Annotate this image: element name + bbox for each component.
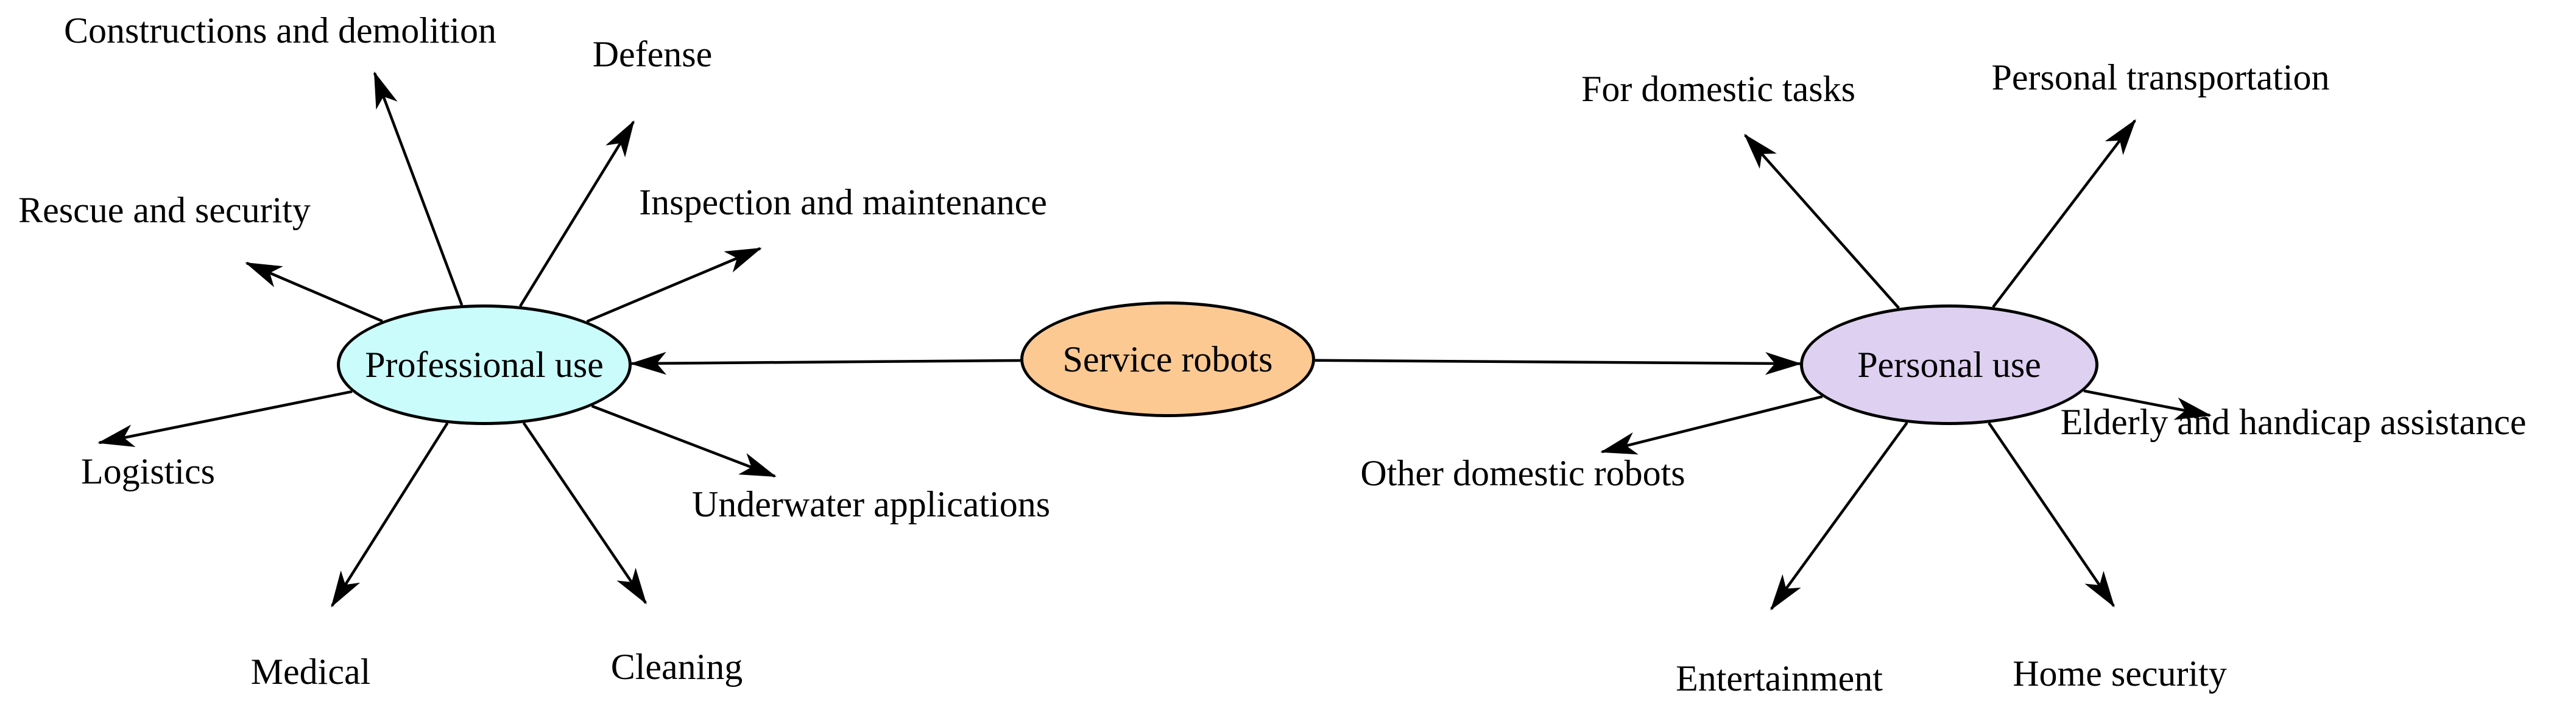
spoke-label: Logistics [81, 451, 215, 491]
spoke-label: Underwater applications [691, 484, 1051, 524]
spoke-label: Cleaning [610, 647, 743, 687]
spoke-arrow [1988, 422, 2115, 608]
edge-service-to-professional [629, 351, 1021, 375]
spoke-arrow [519, 120, 635, 308]
spoke-label: Constructions and demolition [64, 10, 496, 51]
spoke-arrow [1770, 421, 1908, 611]
spoke-label: Personal transportation [1991, 57, 2330, 97]
spoke-arrow [97, 390, 353, 448]
spoke-arrow [522, 422, 647, 605]
spoke-label: Rescue and security [18, 190, 311, 230]
spoke-arrow [586, 247, 762, 323]
spoke-label: Home security [2013, 653, 2227, 694]
edge-service-to-personal [1314, 352, 1802, 375]
spoke-label: Medical [250, 652, 371, 692]
spoke-label: Other domestic robots [1360, 453, 1685, 493]
node-personal: Personal use [1800, 304, 2098, 425]
spoke-arrow [373, 71, 464, 306]
spoke-arrow [1744, 133, 1900, 309]
spoke-arrow [245, 261, 383, 323]
spoke-label: Defense [592, 34, 713, 74]
spoke-arrow [2083, 389, 2212, 420]
spoke-label: For domestic tasks [1581, 69, 1855, 109]
spoke-label: Elderly and handicap assistance [2060, 402, 2527, 442]
spoke-arrow [591, 404, 777, 478]
spoke-label: Entertainment [1676, 658, 1883, 698]
node-professional: Professional use [337, 304, 632, 425]
spoke-arrow [1992, 119, 2136, 308]
spoke-arrow [331, 422, 449, 608]
spoke-label: Inspection and maintenance [639, 182, 1047, 222]
spoke-arrow [1600, 395, 1823, 455]
node-service: Service robots [1020, 301, 1315, 417]
